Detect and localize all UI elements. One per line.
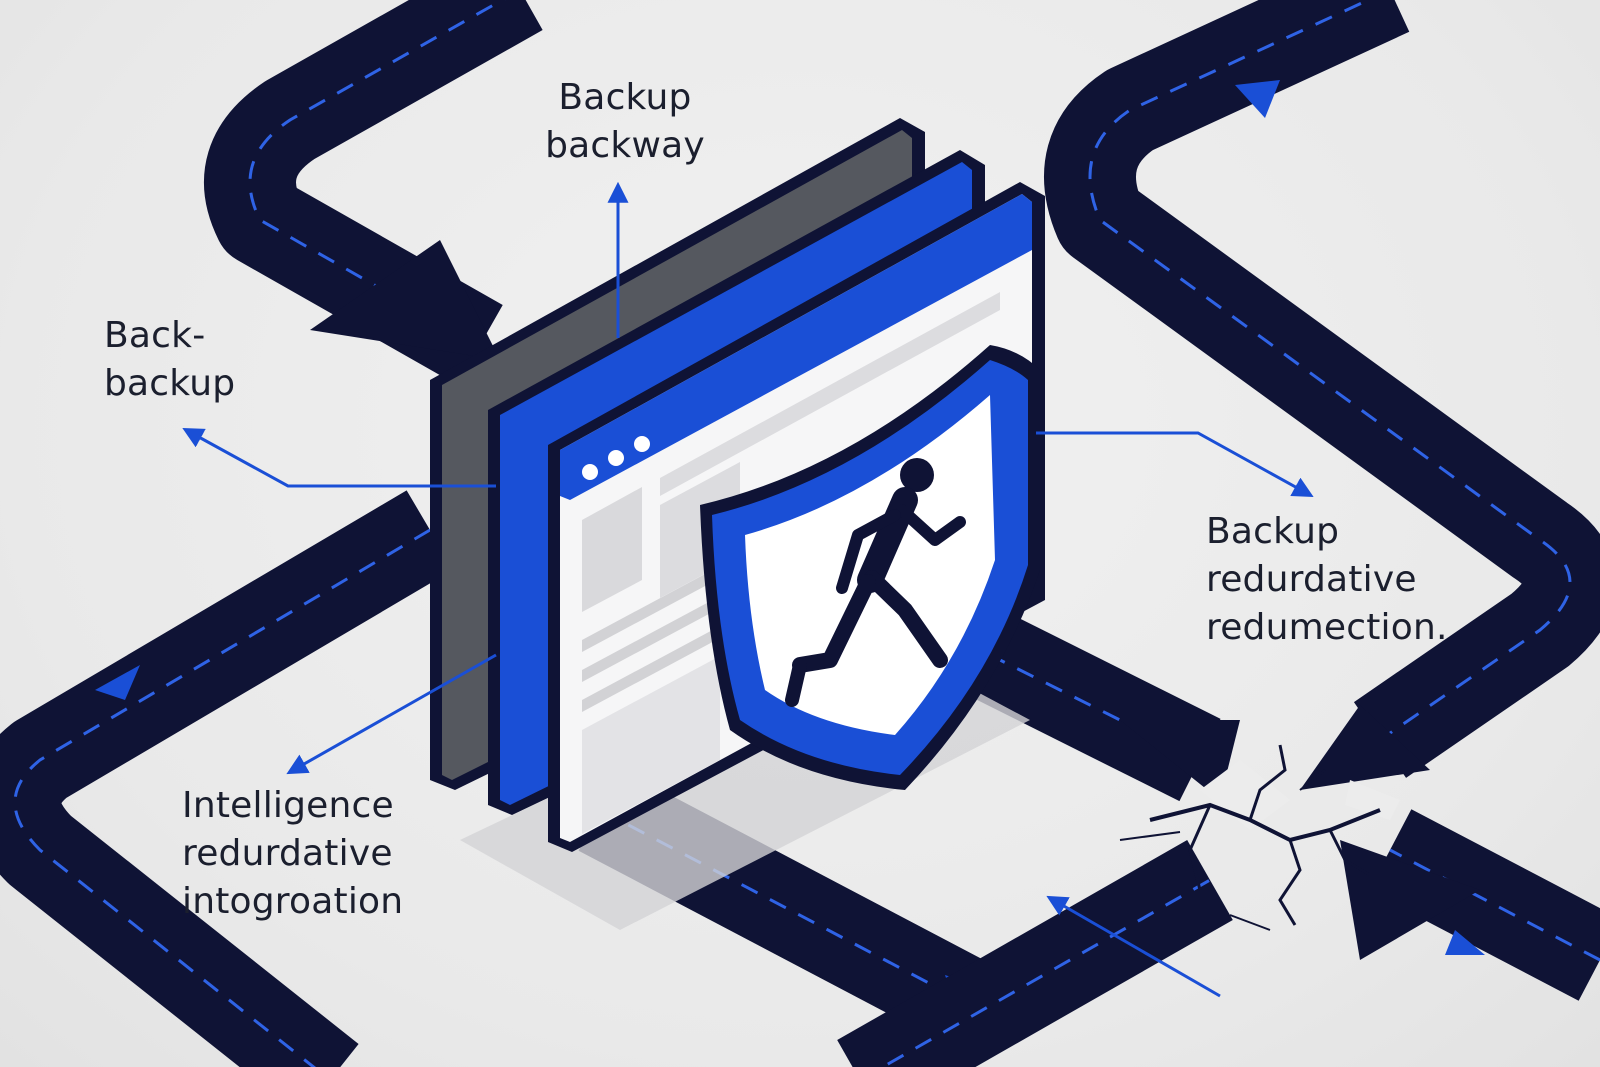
label-backup-redurdative-redumection: Backup redurdative redumection. — [1206, 511, 1448, 648]
road-arrow-right-break — [1300, 705, 1430, 790]
road-bottom-right — [837, 809, 1600, 1067]
callout-lines — [182, 181, 1314, 998]
window-dot-2 — [608, 450, 624, 466]
browser-title-bar — [560, 194, 1032, 500]
label-backup-backway: Backup backway — [545, 77, 705, 166]
road-right — [1044, 0, 1600, 778]
callout-crack-line — [1046, 895, 1221, 998]
road-arrow-top-left — [310, 240, 500, 360]
content-line-3 — [582, 626, 720, 712]
window-dot-3 — [634, 436, 650, 452]
content-block-header — [660, 292, 1000, 496]
callout-left-line — [182, 427, 496, 488]
road-top-left — [204, 0, 543, 385]
broken-road-crack-icon — [1119, 744, 1400, 931]
content-block-bottom — [582, 656, 720, 834]
road-arrow-left — [95, 665, 140, 700]
label-back-backup: Back- backup — [104, 315, 236, 404]
label-intelligence-redurdative-intogroation: Intelligence redurdative intogroation — [182, 785, 404, 922]
road-arrow-right-up — [1235, 80, 1280, 118]
content-line-2 — [582, 596, 720, 682]
content-block-sidebar — [582, 487, 642, 612]
road-arrow-bottom-right-blue — [1445, 930, 1485, 955]
content-line-1 — [582, 566, 720, 652]
callout-bottom-line — [286, 653, 497, 775]
road-arrow-into-break — [1120, 720, 1240, 800]
window-dot-1 — [582, 464, 598, 480]
callout-right-line — [1036, 431, 1314, 498]
road-arrow-bottom-right — [1340, 840, 1480, 960]
running-person-icon — [785, 458, 966, 707]
road-bottom-left — [0, 490, 454, 1067]
